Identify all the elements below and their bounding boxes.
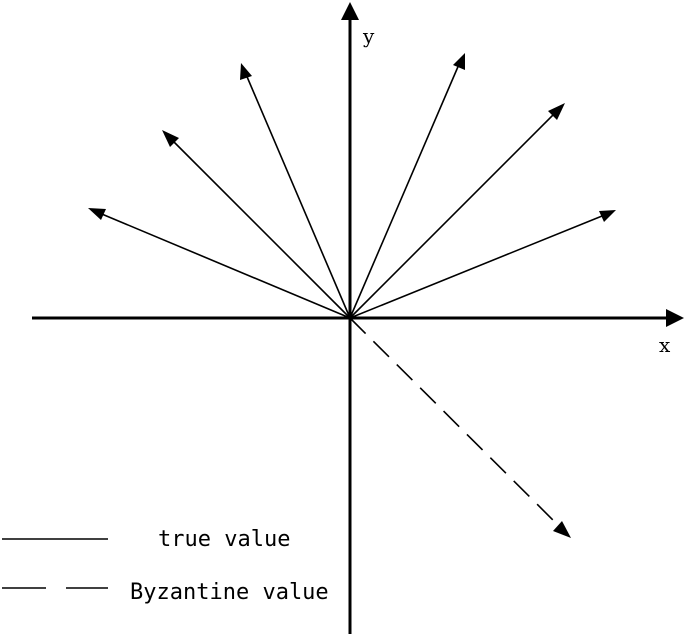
legend-true-label: true value bbox=[158, 527, 290, 552]
true-vector-3-arrowhead bbox=[240, 63, 252, 80]
true-vectors bbox=[88, 53, 616, 319]
legend: true value Byzantine value bbox=[2, 527, 329, 605]
y-axis-arrowhead bbox=[341, 2, 359, 20]
byzantine-vectors bbox=[349, 317, 571, 538]
true-vector-6 bbox=[349, 213, 608, 319]
true-vector-6-arrowhead bbox=[599, 210, 616, 222]
true-vector-3 bbox=[244, 71, 351, 319]
legend-byzantine-label: Byzantine value bbox=[130, 580, 329, 605]
true-vector-1-arrowhead bbox=[88, 208, 106, 220]
byzantine-vector-arrowhead bbox=[553, 521, 571, 538]
true-vector-4-arrowhead bbox=[453, 53, 465, 70]
y-axis-label: y bbox=[362, 24, 375, 48]
true-vector-2-arrowhead bbox=[162, 130, 179, 147]
true-vector-5 bbox=[349, 110, 558, 319]
x-axis-arrowhead bbox=[666, 309, 684, 327]
true-vector-4 bbox=[349, 61, 461, 319]
x-axis-label: x bbox=[659, 333, 671, 357]
true-vector-5-arrowhead bbox=[548, 103, 565, 120]
true-vector-1 bbox=[96, 211, 351, 319]
true-vector-2 bbox=[169, 137, 351, 319]
byzantine-vector bbox=[349, 317, 564, 531]
